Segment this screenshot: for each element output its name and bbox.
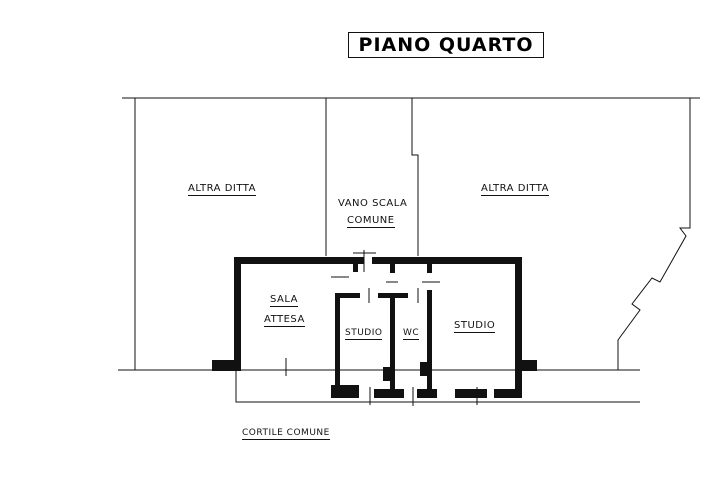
plan-title: PIANO QUARTO (348, 32, 544, 58)
doors-windows (285, 250, 478, 406)
room-label-studio-left: STUDIO (345, 328, 383, 340)
room-label-vano-scala: VANO SCALA (338, 198, 408, 209)
area-label-cortile-comune: CORTILE COMUNE (242, 428, 330, 440)
room-label-studio-right: STUDIO (454, 320, 496, 333)
room-label-altra-ditta-left: ALTRA DITTA (188, 183, 256, 196)
walls (212, 257, 537, 398)
room-label-attesa: ATTESA (264, 314, 305, 327)
neighbour-boundaries (118, 97, 700, 403)
room-label-comune: COMUNE (347, 215, 395, 228)
room-label-sala: SALA (270, 294, 299, 307)
room-label-wc: WC (403, 328, 420, 340)
room-label-altra-ditta-right: ALTRA DITTA (481, 183, 549, 196)
